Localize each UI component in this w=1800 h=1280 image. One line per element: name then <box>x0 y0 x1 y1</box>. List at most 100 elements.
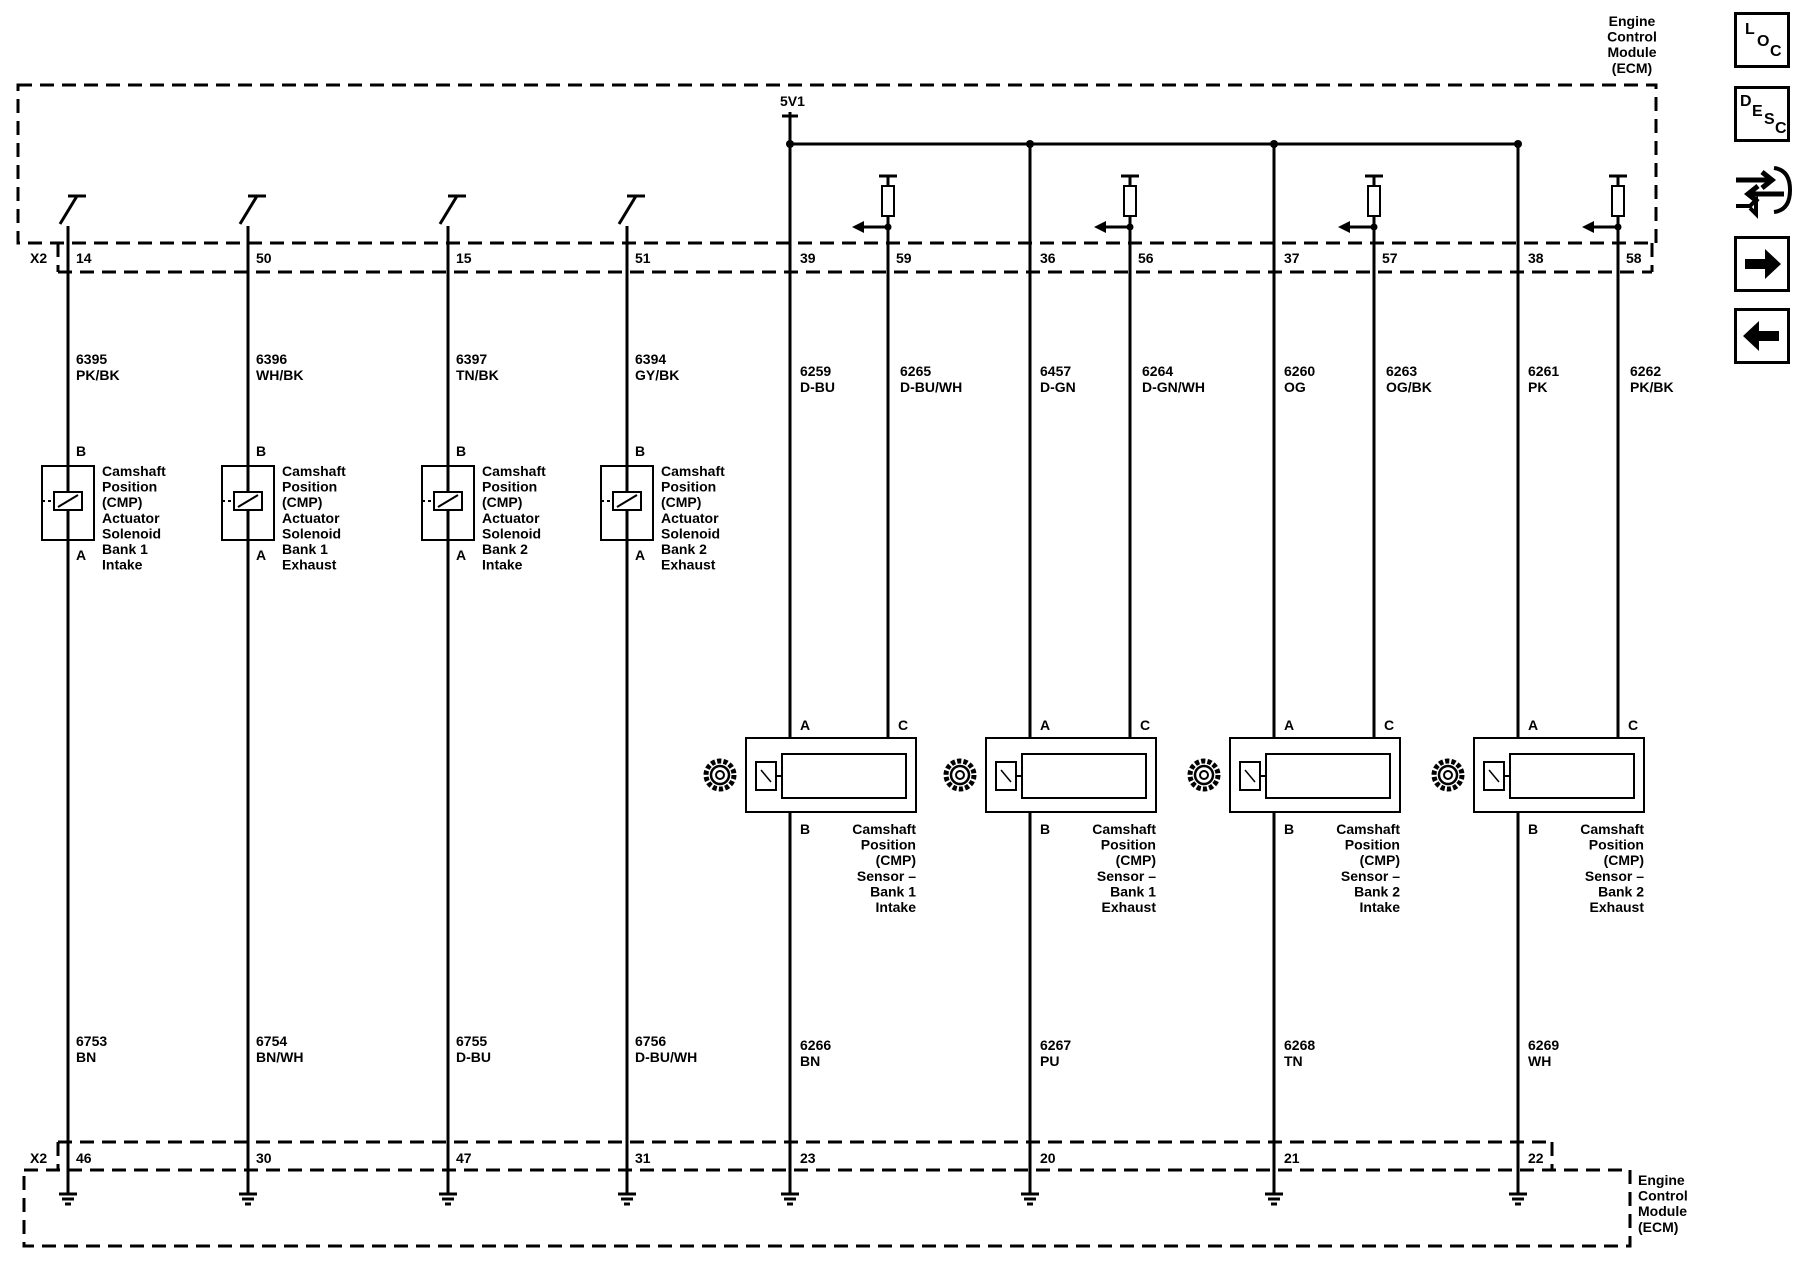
sensor-label-line-2: Position <box>1345 837 1400 853</box>
driver-switch-blade <box>617 195 638 225</box>
sensor-label-line-6: Intake <box>1360 899 1401 915</box>
sensor-supply-color: D-BU <box>800 379 835 395</box>
loc-letter-o: O <box>1757 33 1770 50</box>
solenoid-ground <box>59 1180 77 1206</box>
sensor-signal-pin: 59 <box>896 250 912 266</box>
signal-arrow <box>852 221 864 233</box>
solenoid-label-line-1: Camshaft <box>482 463 546 479</box>
loc-letter-c: C <box>1770 43 1782 60</box>
sensor-label-line-1: Camshaft <box>1580 821 1644 837</box>
sensor-supply-color: OG <box>1284 379 1306 395</box>
sensor-body <box>1229 737 1401 813</box>
sensor-pin-a: A <box>1040 717 1050 733</box>
solenoid-pin-a: A <box>456 547 466 563</box>
desc-letter-c: C <box>1775 120 1787 137</box>
ecm-top-enclosure <box>16 83 1658 245</box>
sensor-pin-a: A <box>800 717 810 733</box>
sensor-label-line-6: Intake <box>876 899 917 915</box>
ecm-top-label-line-1: Engine <box>1609 13 1656 29</box>
solenoid-circuit-4: 516394GY/BKBACamshaftPosition(CMP)Actuat… <box>600 194 725 1206</box>
sensor-element <box>781 753 907 799</box>
location-button[interactable]: L O C <box>1734 12 1790 68</box>
solenoid-coil-mark <box>57 494 79 508</box>
description-button[interactable]: D E S C <box>1734 86 1790 142</box>
sensor-low-pin: 23 <box>800 1150 816 1166</box>
driver-switch-blade <box>438 195 459 225</box>
sensor-low-pin: 21 <box>1284 1150 1300 1166</box>
sensor-label-line-3: (CMP) <box>1360 852 1400 868</box>
sensor-element <box>1265 753 1391 799</box>
sensor-body <box>985 737 1157 813</box>
solenoid-label-line-6: Bank 1 <box>282 541 328 557</box>
solenoid-circuit-3: 156397TN/BKBACamshaftPosition(CMP)Actuat… <box>421 194 546 1206</box>
reluctor-gear-icon <box>703 758 737 792</box>
solenoid-bottom-circuit: 6753 <box>76 1033 107 1049</box>
sensor-supply-pin: 39 <box>800 250 816 266</box>
desc-letter-e: E <box>1752 103 1763 120</box>
sensor-supply-circuit: 6259 <box>800 363 831 379</box>
sensor-supply-pin: 38 <box>1528 250 1544 266</box>
solenoid-body <box>421 465 475 541</box>
driver-switch-blade <box>58 195 79 225</box>
sensor-ground <box>1265 1180 1283 1206</box>
solenoid-bottom-pin: 47 <box>456 1150 472 1166</box>
connector-repair-button[interactable] <box>1732 160 1794 220</box>
sensor-signal-circuit: 6264 <box>1142 363 1173 379</box>
sensor-low-color: PU <box>1040 1053 1059 1069</box>
solenoid-ground <box>618 1180 636 1206</box>
signal-arrow <box>1338 221 1350 233</box>
sensor-label-line-1: Camshaft <box>1336 821 1400 837</box>
solenoid-label-line-5: Solenoid <box>282 525 341 541</box>
sensor-label-line-5: Bank 1 <box>1110 883 1156 899</box>
solenoid-circuits: 146395PK/BKBACamshaftPosition(CMP)Actuat… <box>41 194 725 1206</box>
ecm-bottom-label-line-3: Module <box>1638 1203 1687 1219</box>
pullup-resistor <box>1123 185 1137 217</box>
sensor-ground <box>1509 1180 1527 1206</box>
reluctor-gear-center <box>955 770 965 780</box>
solenoid-circuit-1: 146395PK/BKBACamshaftPosition(CMP)Actuat… <box>41 194 166 1206</box>
sensor-supply-pin: 36 <box>1040 250 1056 266</box>
reluctor-gear-icon <box>1187 758 1221 792</box>
solenoid-top-circuit: 6397 <box>456 351 487 367</box>
loc-letter-l: L <box>1745 21 1755 38</box>
solenoid-label-line-3: (CMP) <box>482 494 522 510</box>
solenoid-coil-mark <box>437 494 459 508</box>
next-page-button[interactable] <box>1734 236 1790 292</box>
sensor-low-circuit: 6267 <box>1040 1037 1071 1053</box>
sensor-pin-b: B <box>1284 821 1294 837</box>
solenoid-label-line-6: Bank 1 <box>102 541 148 557</box>
sensor-label-line-4: Sensor – <box>1341 868 1400 884</box>
sensor-supply-circuit: 6457 <box>1040 363 1071 379</box>
sensor-label-line-5: Bank 1 <box>870 883 916 899</box>
pullup-resistor <box>1367 185 1381 217</box>
ecm-bottom-label-line-1: Engine <box>1638 1172 1685 1188</box>
sensor-low-circuit: 6268 <box>1284 1037 1315 1053</box>
solenoid-label-line-1: Camshaft <box>282 463 346 479</box>
solenoid-pin-b: B <box>76 443 86 459</box>
ecm-top-label-line-3: Module <box>1608 44 1657 60</box>
solenoid-ground <box>239 1180 257 1206</box>
signal-arrow <box>1582 221 1594 233</box>
sensor-pin-c: C <box>1628 717 1638 733</box>
solenoid-bottom-color: D-BU/WH <box>635 1049 697 1065</box>
ecm-bottom-enclosure <box>22 1168 1632 1248</box>
sensor-magnet-mark <box>1000 769 1012 783</box>
connector-repair-icon <box>1736 166 1793 219</box>
solenoid-top-color: TN/BK <box>456 367 499 383</box>
sensor-label-line-6: Exhaust <box>1102 899 1157 915</box>
solenoid-top-circuit: 6395 <box>76 351 107 367</box>
connector-x2-bottom-label: X2 <box>30 1150 47 1166</box>
sensor-label-line-5: Bank 2 <box>1598 883 1644 899</box>
previous-page-button[interactable] <box>1734 308 1790 364</box>
sensor-signal-circuit: 6265 <box>900 363 931 379</box>
solenoid-label-line-3: (CMP) <box>661 494 701 510</box>
solenoid-bottom-pin: 31 <box>635 1150 651 1166</box>
solenoid-bottom-pin: 46 <box>76 1150 92 1166</box>
sensor-pin-b: B <box>1528 821 1538 837</box>
sensor-signal-circuit: 6262 <box>1630 363 1661 379</box>
